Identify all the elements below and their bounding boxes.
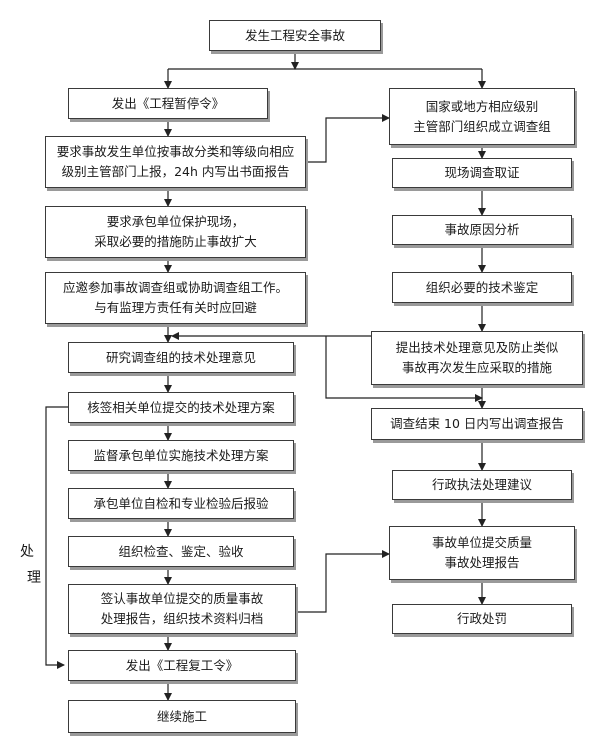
node-left-11: 发出《工程复工令》	[68, 650, 296, 681]
node-left-12: 继续施工	[68, 700, 296, 733]
side-label-1: 处	[20, 544, 34, 560]
node-right-2: 现场调查取证	[392, 158, 572, 188]
node-right-3: 事故原因分析	[392, 215, 572, 245]
node-right-5: 提出技术处理意见及防止类似 事故再次发生应采取的措施	[371, 331, 583, 385]
node-left-5: 研究调查组的技术处理意见	[68, 342, 294, 373]
node-right-4: 组织必要的技术鉴定	[392, 272, 572, 303]
node-top: 发生工程安全事故	[209, 20, 381, 51]
node-right-1: 国家或地方相应级别 主管部门组织成立调查组	[389, 88, 575, 145]
node-left-1: 发出《工程暂停令》	[68, 88, 268, 119]
node-right-6: 调查结束 10 日内写出调查报告	[371, 408, 583, 440]
side-label-2: 理	[27, 570, 41, 586]
node-left-4: 应邀参加事故调查组或协助调查组工作。 与有监理方责任有关时应回避	[45, 272, 306, 324]
node-right-9: 行政处罚	[392, 604, 572, 634]
node-left-7: 监督承包单位实施技术处理方案	[68, 440, 294, 471]
node-left-6: 核签相关单位提交的技术处理方案	[68, 392, 294, 423]
node-right-8: 事故单位提交质量 事故处理报告	[389, 526, 575, 580]
node-right-7: 行政执法处理建议	[392, 470, 572, 500]
node-left-8: 承包单位自检和专业检验后报验	[68, 488, 294, 519]
node-left-10: 签认事故单位提交的质量事故 处理报告，组织技术资料归档	[68, 584, 296, 634]
node-left-2: 要求事故发生单位按事故分类和等级向相应 级别主管部门上报，24h 内写出书面报告	[45, 136, 306, 188]
node-left-9: 组织检查、鉴定、验收	[68, 536, 294, 567]
node-left-3: 要求承包单位保护现场， 采取必要的措施防止事故扩大	[45, 206, 306, 258]
